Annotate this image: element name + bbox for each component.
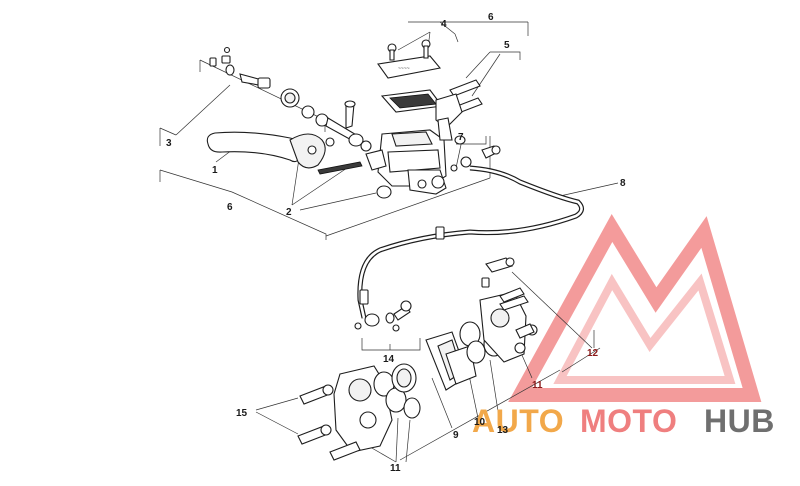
callout-14: 14 <box>383 354 395 365</box>
callout-1: 1 <box>212 165 218 176</box>
callout-2: 2 <box>286 207 292 218</box>
watermark-logo <box>508 214 762 402</box>
callout-5: 5 <box>504 40 510 51</box>
callout-13: 13 <box>497 425 509 436</box>
brake-hose <box>357 165 584 319</box>
callout-9: 9 <box>453 430 459 441</box>
reservoir-cap: ~~~~ <box>377 39 444 113</box>
callout-4: 4 <box>441 19 447 30</box>
callout-11-bottom: 11 <box>390 463 401 474</box>
watermark-moto: MOTO <box>580 403 677 439</box>
bolts-top-right <box>435 79 501 172</box>
watermark-auto: AUTO <box>472 403 564 439</box>
callout-10: 10 <box>474 417 486 428</box>
watermark-hub: HUB <box>704 403 775 439</box>
callout-11-right: 11 <box>532 380 543 391</box>
callout-7: 7 <box>458 132 464 143</box>
callout-12: 12 <box>587 348 599 359</box>
callout-labels: 1 2 3 4 5 6 6 7 8 9 10 11 11 12 13 14 15 <box>166 12 626 474</box>
banjo-fitting <box>354 300 412 332</box>
watermark-text: AUTO MOTO HUB <box>472 403 775 439</box>
svg-text:~~~~: ~~~~ <box>398 66 410 72</box>
callout-6-bottom: 6 <box>227 202 233 213</box>
callout-8: 8 <box>620 178 626 189</box>
callout-15: 15 <box>236 408 248 419</box>
callout-3: 3 <box>166 138 172 149</box>
caliper-right-half <box>479 257 538 363</box>
pistons-seals <box>373 321 505 419</box>
lever-pin-parts <box>209 46 372 175</box>
leader-lines <box>159 21 619 463</box>
brake-lever <box>206 131 326 169</box>
callout-6-top: 6 <box>488 12 494 23</box>
master-cylinder <box>365 129 447 199</box>
